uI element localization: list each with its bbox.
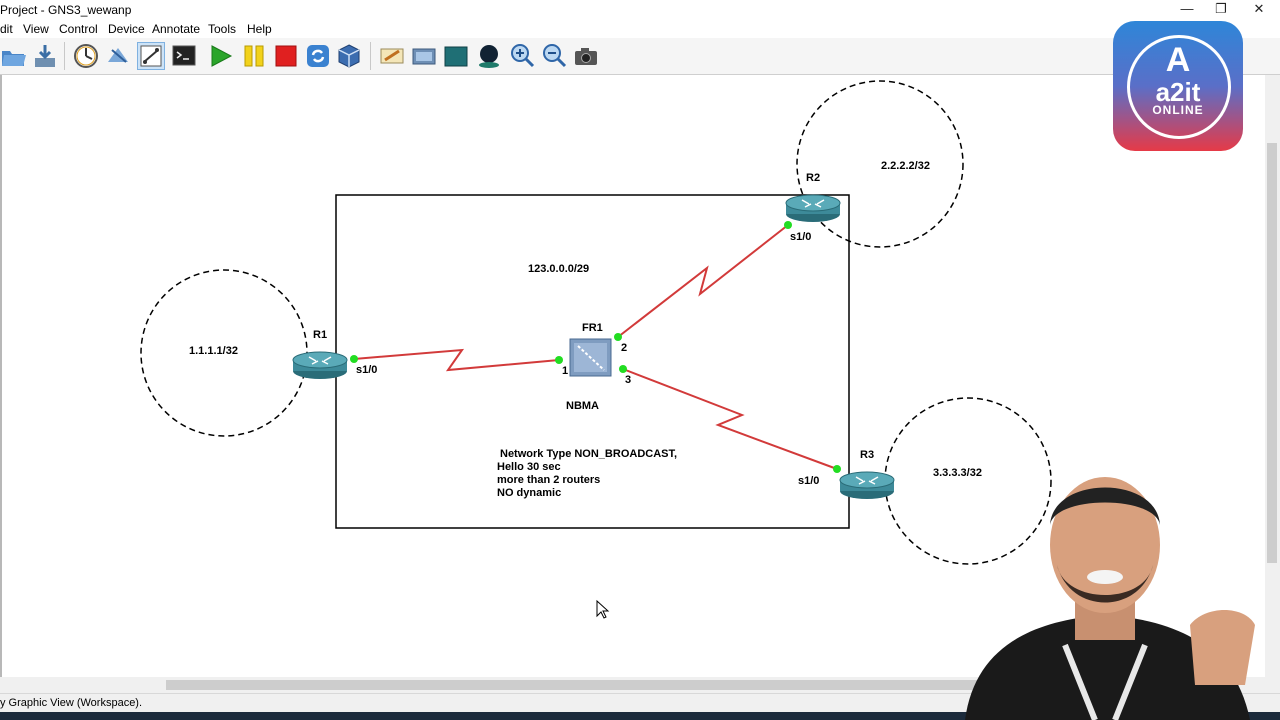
close-button[interactable]: ✕ <box>1253 1 1265 16</box>
port-dot <box>614 333 622 341</box>
port-dot <box>350 355 358 363</box>
presenter-video-overlay <box>965 477 1255 720</box>
frame-relay-switch-fr1 <box>569 338 612 377</box>
reload-all-icon[interactable] <box>304 42 332 70</box>
fr1-port-2: 2 <box>621 342 627 354</box>
r1-interface-label: s1/0 <box>356 364 377 376</box>
r2-loopback-label: 2.2.2.2/32 <box>881 160 930 172</box>
r1-label: R1 <box>313 329 327 341</box>
logo-ring <box>1127 35 1231 139</box>
port-dot <box>619 365 627 373</box>
suspend-all-icon[interactable] <box>240 42 268 70</box>
zoom-out-icon[interactable] <box>540 42 568 70</box>
note-line-3: more than 2 routers <box>497 474 600 486</box>
minimize-button[interactable]: — <box>1180 1 1194 16</box>
stop-all-icon[interactable] <box>272 42 300 70</box>
toolbar <box>0 38 1280 75</box>
r2-label: R2 <box>806 172 820 184</box>
menu-edit[interactable]: dit <box>0 22 13 36</box>
vertical-scroll-thumb[interactable] <box>1267 143 1277 563</box>
show-interface-labels-icon[interactable] <box>104 42 132 70</box>
start-all-icon[interactable] <box>207 42 235 70</box>
r2-interface-label: s1/0 <box>790 231 811 243</box>
note-line-4: NO dynamic <box>497 487 561 499</box>
r1-loopback-label: 1.1.1.1/32 <box>189 345 238 357</box>
port-dot <box>833 465 841 473</box>
menu-help[interactable]: Help <box>247 22 272 36</box>
horizontal-scrollbar[interactable] <box>0 677 1280 693</box>
restore-button[interactable]: ❐ <box>1215 1 1227 16</box>
port-dot <box>555 356 563 364</box>
r3-label: R3 <box>860 449 874 461</box>
link-fr1-r3 <box>622 368 838 470</box>
port-dot <box>784 221 792 229</box>
router-r3 <box>839 471 895 499</box>
router-r2 <box>785 194 841 222</box>
add-note-icon[interactable] <box>378 42 406 70</box>
loopback-circle-r2 <box>796 80 964 248</box>
window-title: Project - GNS3_wewanp <box>0 3 132 17</box>
menu-device[interactable]: Device <box>108 22 145 36</box>
logo-letter: A <box>1165 41 1191 79</box>
link-fr1-r2 <box>617 224 789 338</box>
fr1-label: FR1 <box>582 322 603 334</box>
nbma-label: NBMA <box>566 400 599 412</box>
save-icon[interactable] <box>31 42 59 70</box>
status-bar: y Graphic View (Workspace). <box>0 693 1280 713</box>
link-r1-fr1 <box>353 348 560 372</box>
add-link-icon[interactable] <box>137 42 165 70</box>
console-icon[interactable] <box>170 42 198 70</box>
title-bar: Project - GNS3_wewanp — ❐ ✕ <box>0 0 1280 20</box>
logo-sub: ONLINE <box>1152 103 1204 117</box>
router-r1 <box>292 351 348 379</box>
r3-loopback-label: 3.3.3.3/32 <box>933 467 982 479</box>
r3-interface-label: s1/0 <box>798 475 819 487</box>
menu-view[interactable]: View <box>23 22 49 36</box>
fr1-port-1: 1 <box>562 365 568 377</box>
menu-tools[interactable]: Tools <box>208 22 237 36</box>
screenshot-icon[interactable] <box>572 42 600 70</box>
virtualbox-icon[interactable] <box>335 42 363 70</box>
topology-diagram: R1 s1/0 1.1.1.1/32 R2 s1/0 2.2.2.2/32 R3… <box>140 80 1052 619</box>
menu-annotate[interactable]: Annotate <box>152 22 201 36</box>
draw-rectangle-icon[interactable] <box>442 42 470 70</box>
mouse-cursor-icon <box>596 599 610 619</box>
insert-picture-icon[interactable] <box>410 42 438 70</box>
snapshot-icon[interactable] <box>72 42 100 70</box>
fr1-port-3: 3 <box>625 374 631 386</box>
zoom-in-icon[interactable] <box>508 42 536 70</box>
vertical-scrollbar[interactable] <box>1265 75 1280 677</box>
horizontal-scroll-thumb[interactable] <box>166 680 1066 690</box>
taskbar <box>0 712 1280 720</box>
logo-name: a2it <box>1155 77 1201 107</box>
subnet-label: 123.0.0.0/29 <box>528 263 589 275</box>
menu-control[interactable]: Control <box>59 22 98 36</box>
draw-ellipse-icon[interactable] <box>475 42 503 70</box>
menu-bar: dit View Control Device Annotate Tools H… <box>0 20 1280 38</box>
note-line-1: Network Type NON_BROADCAST, <box>500 448 677 460</box>
note-line-2: Hello 30 sec <box>497 461 561 473</box>
open-icon[interactable] <box>0 42 28 70</box>
status-text: y Graphic View (Workspace). <box>0 697 143 709</box>
channel-logo: A a2it ONLINE <box>1113 21 1243 151</box>
